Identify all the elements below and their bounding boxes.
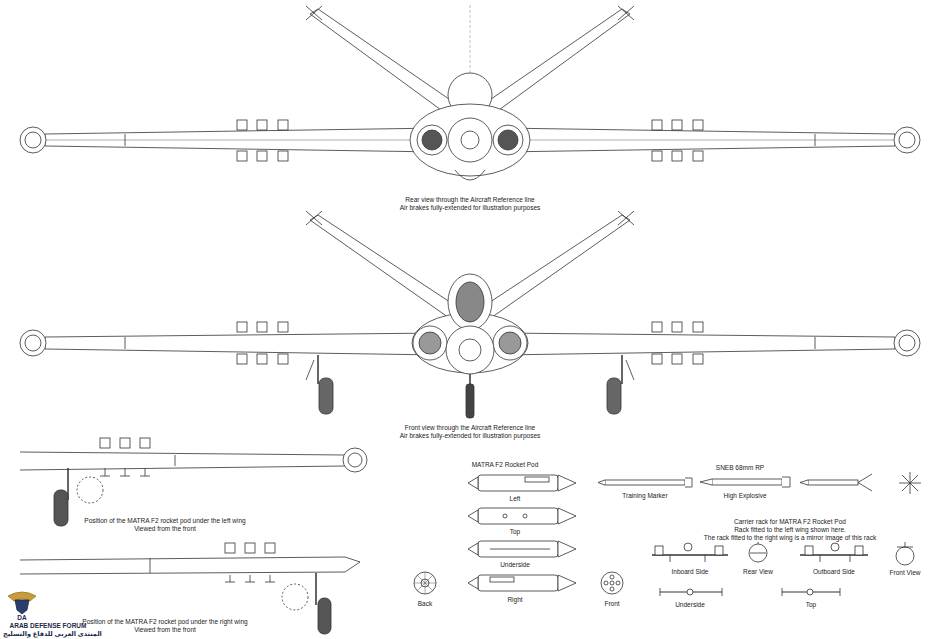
view-note: Air brakes fully-extended for illustrati… bbox=[399, 204, 542, 212]
detail-note: Viewed from the front bbox=[133, 626, 197, 634]
front-view bbox=[20, 211, 920, 418]
view-label: Top bbox=[509, 528, 521, 536]
view-label: Back bbox=[417, 600, 433, 608]
variant-label: High Explosive bbox=[723, 492, 768, 500]
part-title: SNEB 68mm RP bbox=[715, 464, 765, 472]
watermark-text: المنتدى العربي للدفاع والتسليح bbox=[2, 630, 103, 638]
view-caption: Front view through the Aircraft Referenc… bbox=[404, 424, 536, 432]
detail-note: Viewed from the front bbox=[133, 525, 197, 533]
view-label: Front bbox=[603, 600, 620, 608]
watermark-text: DA bbox=[16, 614, 27, 622]
view-label: Front View bbox=[889, 569, 922, 577]
part-title: Carrier rack for MATRA F2 Rocket Pod bbox=[733, 518, 847, 526]
note-text: The rack fitted to the right wing is a m… bbox=[703, 534, 877, 542]
sneb-rockets bbox=[598, 472, 921, 494]
left-wing-detail bbox=[20, 438, 367, 526]
watermark-logo bbox=[8, 592, 36, 614]
right-wing-detail bbox=[20, 543, 360, 634]
view-label: Top bbox=[805, 601, 817, 609]
view-label: Right bbox=[506, 596, 523, 604]
view-label: Inboard Side bbox=[671, 568, 710, 576]
view-label: Rear View bbox=[742, 568, 774, 576]
view-label: Underside bbox=[499, 561, 531, 569]
carrier-rack bbox=[652, 542, 914, 596]
rear-view bbox=[20, 5, 920, 180]
part-title: MATRA F2 Rocket Pod bbox=[471, 461, 540, 469]
view-note: Air brakes fully-extended for illustrati… bbox=[399, 432, 542, 440]
view-label: Outboard Side bbox=[812, 568, 856, 576]
variant-label: Training Marker bbox=[621, 492, 668, 500]
detail-caption: Position of the MATRA F2 rocket pod unde… bbox=[81, 618, 248, 626]
view-label: Underside bbox=[674, 601, 706, 609]
view-caption: Rear view through the Aircraft Reference… bbox=[404, 196, 535, 204]
watermark-text: ARAB DEFENSE FORUM bbox=[9, 622, 88, 630]
note-text: Rack fitted to the left wing shown here. bbox=[733, 526, 847, 534]
detail-caption: Position of the MATRA F2 rocket pod unde… bbox=[83, 517, 246, 525]
view-label: Left bbox=[509, 495, 522, 503]
rocket-pod-views bbox=[414, 475, 623, 594]
